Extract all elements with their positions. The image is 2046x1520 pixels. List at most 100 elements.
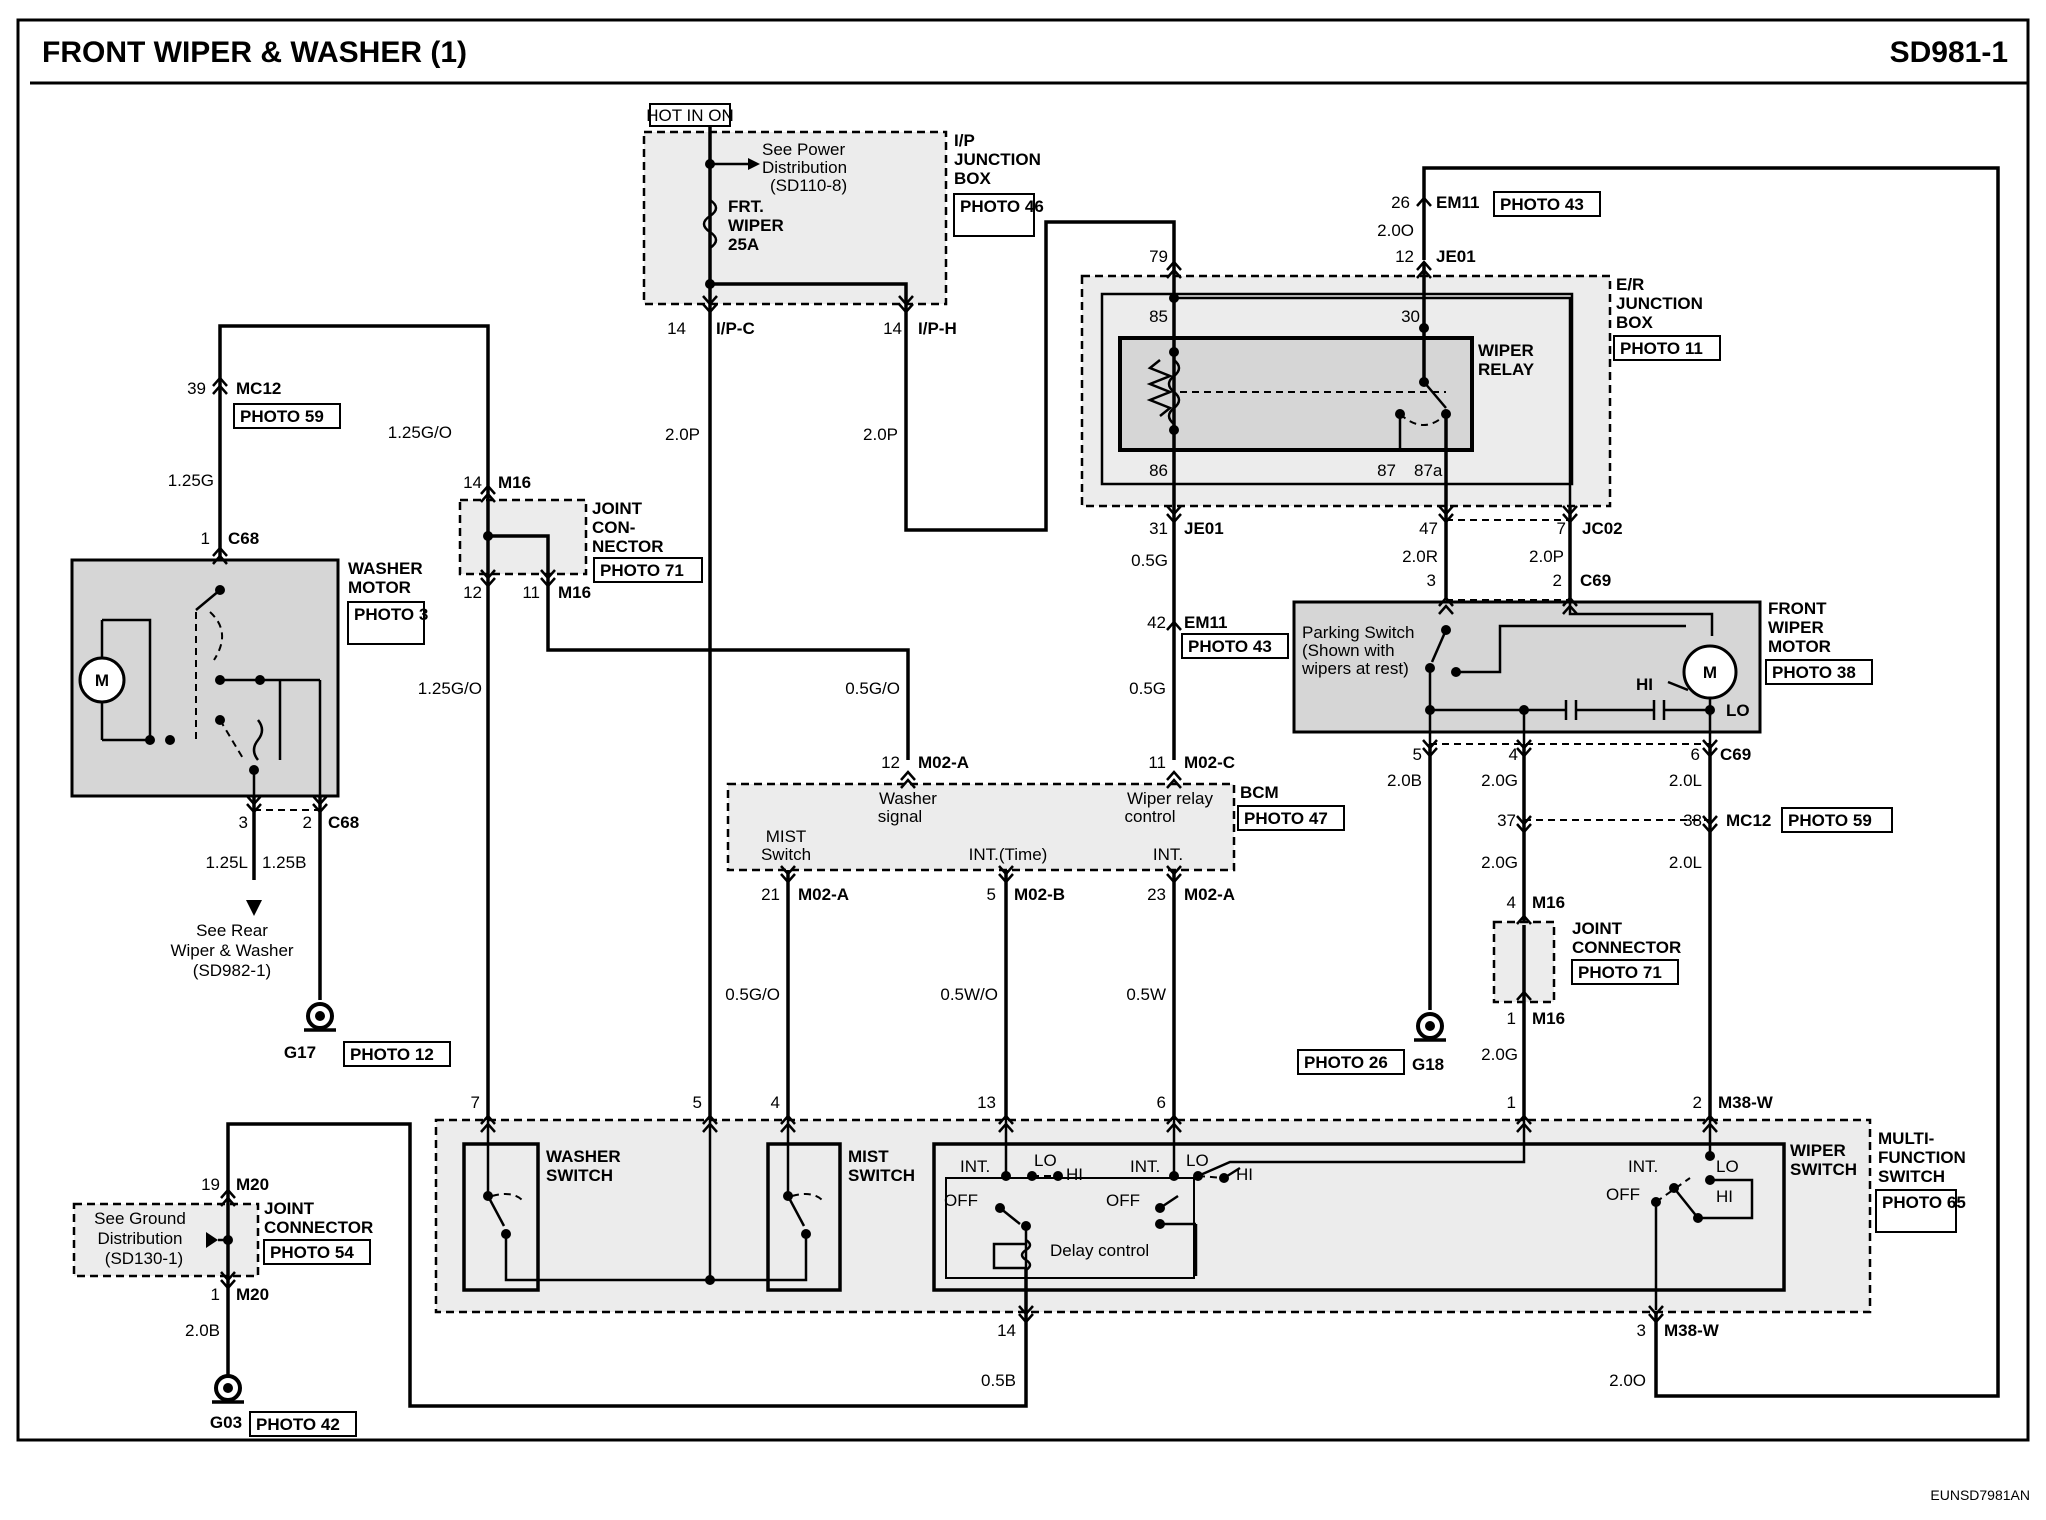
svg-text:19: 19	[201, 1175, 220, 1194]
svg-text:MIST: MIST	[848, 1147, 889, 1166]
svg-text:0.5G/O: 0.5G/O	[725, 985, 780, 1004]
svg-text:JUNCTION: JUNCTION	[954, 150, 1041, 169]
svg-text:JE01: JE01	[1436, 247, 1476, 266]
svg-text:M38-W: M38-W	[1718, 1093, 1774, 1112]
svg-text:2: 2	[303, 813, 312, 832]
svg-text:PHOTO 11: PHOTO 11	[1620, 339, 1703, 358]
svg-text:M16: M16	[1532, 1009, 1565, 1028]
svg-text:WIPER: WIPER	[728, 216, 784, 235]
svg-text:2.0R: 2.0R	[1402, 547, 1438, 566]
svg-text:HI: HI	[1236, 1165, 1253, 1184]
svg-text:1: 1	[1507, 1009, 1516, 1028]
svg-text:PHOTO 71: PHOTO 71	[1578, 963, 1662, 982]
svg-text:See Power: See Power	[762, 140, 845, 159]
svg-text:0.5W: 0.5W	[1126, 985, 1166, 1004]
svg-text:12: 12	[463, 583, 482, 602]
svg-text:HI: HI	[1636, 675, 1653, 694]
svg-text:M02-A: M02-A	[918, 753, 969, 772]
svg-text:I/P-C: I/P-C	[716, 319, 755, 338]
svg-text:PHOTO 43: PHOTO 43	[1500, 195, 1584, 214]
svg-text:2.0P: 2.0P	[1529, 547, 1564, 566]
svg-text:JOINT: JOINT	[592, 499, 643, 518]
svg-text:BOX: BOX	[954, 169, 992, 188]
svg-text:G03: G03	[210, 1413, 242, 1432]
svg-text:4: 4	[771, 1093, 780, 1112]
svg-text:FRT.: FRT.	[728, 197, 764, 216]
svg-text:M16: M16	[558, 583, 591, 602]
svg-text:3: 3	[1427, 571, 1436, 590]
svg-text:JOINT: JOINT	[1572, 919, 1623, 938]
svg-text:13: 13	[977, 1093, 996, 1112]
svg-text:HI: HI	[1716, 1187, 1733, 1206]
svg-text:7: 7	[1557, 519, 1566, 538]
washer-motor: 39 MC12 PHOTO 59 1.25G 1 C68 M WASHER MO…	[70, 324, 490, 1067]
svg-text:3: 3	[1637, 1321, 1646, 1340]
diagram-code: SD981-1	[1890, 36, 2008, 69]
svg-text:M02-B: M02-B	[1014, 885, 1065, 904]
svg-text:WIPER: WIPER	[1478, 341, 1534, 360]
svg-text:MOTOR: MOTOR	[1768, 637, 1831, 656]
svg-text:BOX: BOX	[1616, 313, 1654, 332]
svg-text:INT.: INT.	[1153, 845, 1183, 864]
svg-text:(SD110-8): (SD110-8)	[770, 176, 847, 195]
svg-text:0.5W/O: 0.5W/O	[940, 985, 998, 1004]
svg-text:1.25G/O: 1.25G/O	[388, 423, 452, 442]
svg-text:LO: LO	[1034, 1151, 1057, 1170]
svg-text:SWITCH: SWITCH	[546, 1166, 613, 1185]
svg-text:SWITCH: SWITCH	[1790, 1160, 1857, 1179]
svg-text:M20: M20	[236, 1175, 269, 1194]
svg-text:1: 1	[201, 529, 210, 548]
svg-text:PHOTO 59: PHOTO 59	[240, 407, 324, 426]
svg-text:2.0G: 2.0G	[1481, 771, 1518, 790]
svg-text:12: 12	[881, 753, 900, 772]
svg-text:2.0P: 2.0P	[665, 425, 700, 444]
svg-text:signal: signal	[878, 807, 922, 826]
svg-text:PHOTO 26: PHOTO 26	[1304, 1053, 1388, 1072]
svg-text:I/P-H: I/P-H	[918, 319, 957, 338]
svg-text:See Ground: See Ground	[94, 1209, 186, 1228]
svg-text:1.25B: 1.25B	[262, 853, 306, 872]
svg-text:PHOTO 3: PHOTO 3	[354, 605, 428, 624]
svg-text:2.0O: 2.0O	[1377, 221, 1414, 240]
svg-text:WIPER: WIPER	[1790, 1141, 1846, 1160]
svg-text:87: 87	[1377, 461, 1396, 480]
page-title: FRONT WIPER & WASHER (1)	[42, 36, 467, 69]
svg-text:11: 11	[522, 583, 540, 602]
svg-text:PHOTO 43: PHOTO 43	[1188, 637, 1272, 656]
svg-text:14: 14	[667, 319, 686, 338]
svg-text:C69: C69	[1720, 745, 1751, 764]
svg-text:G17: G17	[284, 1043, 316, 1062]
svg-text:PHOTO 71: PHOTO 71	[600, 561, 684, 580]
svg-text:Parking Switch: Parking Switch	[1302, 623, 1414, 642]
svg-text:7: 7	[471, 1093, 480, 1112]
svg-text:JC02: JC02	[1582, 519, 1623, 538]
svg-text:2.0O: 2.0O	[1609, 1371, 1646, 1390]
svg-text:M: M	[1703, 663, 1717, 682]
svg-text:BCM: BCM	[1240, 783, 1279, 802]
connector-chevrons	[212, 196, 1718, 1324]
svg-text:47: 47	[1419, 519, 1438, 538]
svg-text:CONNECTOR: CONNECTOR	[1572, 938, 1681, 957]
svg-text:OFF: OFF	[944, 1191, 978, 1210]
svg-text:85: 85	[1149, 307, 1168, 326]
svg-text:39: 39	[187, 379, 206, 398]
svg-text:MC12: MC12	[1726, 811, 1771, 830]
joint-connector-m20: 19 M20 See Ground Distribution (SD130-1)…	[72, 1175, 373, 1437]
svg-text:INT.(Time): INT.(Time)	[969, 845, 1048, 864]
svg-text:PHOTO 54: PHOTO 54	[270, 1243, 354, 1262]
svg-text:C68: C68	[328, 813, 359, 832]
svg-text:5: 5	[693, 1093, 702, 1112]
svg-text:6: 6	[1691, 745, 1700, 764]
svg-text:87a: 87a	[1414, 461, 1443, 480]
joint-connector-m16-left: 1.25G/O 14 M16 JOINT CON- NECTOR PHOTO 7…	[388, 423, 910, 1120]
multi-function-switch: 7 5 4 13 6 1 2 M38-W WASHER SWITCH MIST …	[434, 1093, 1966, 1340]
svg-text:WIPER: WIPER	[1768, 618, 1824, 637]
svg-text:0.5G/O: 0.5G/O	[845, 679, 900, 698]
svg-text:MIST: MIST	[766, 827, 807, 846]
svg-text:I/P: I/P	[954, 131, 975, 150]
svg-text:0.5B: 0.5B	[981, 1371, 1016, 1390]
svg-text:0.5G: 0.5G	[1129, 679, 1166, 698]
svg-text:14: 14	[463, 473, 482, 492]
svg-text:PHOTO 46: PHOTO 46	[960, 197, 1044, 216]
